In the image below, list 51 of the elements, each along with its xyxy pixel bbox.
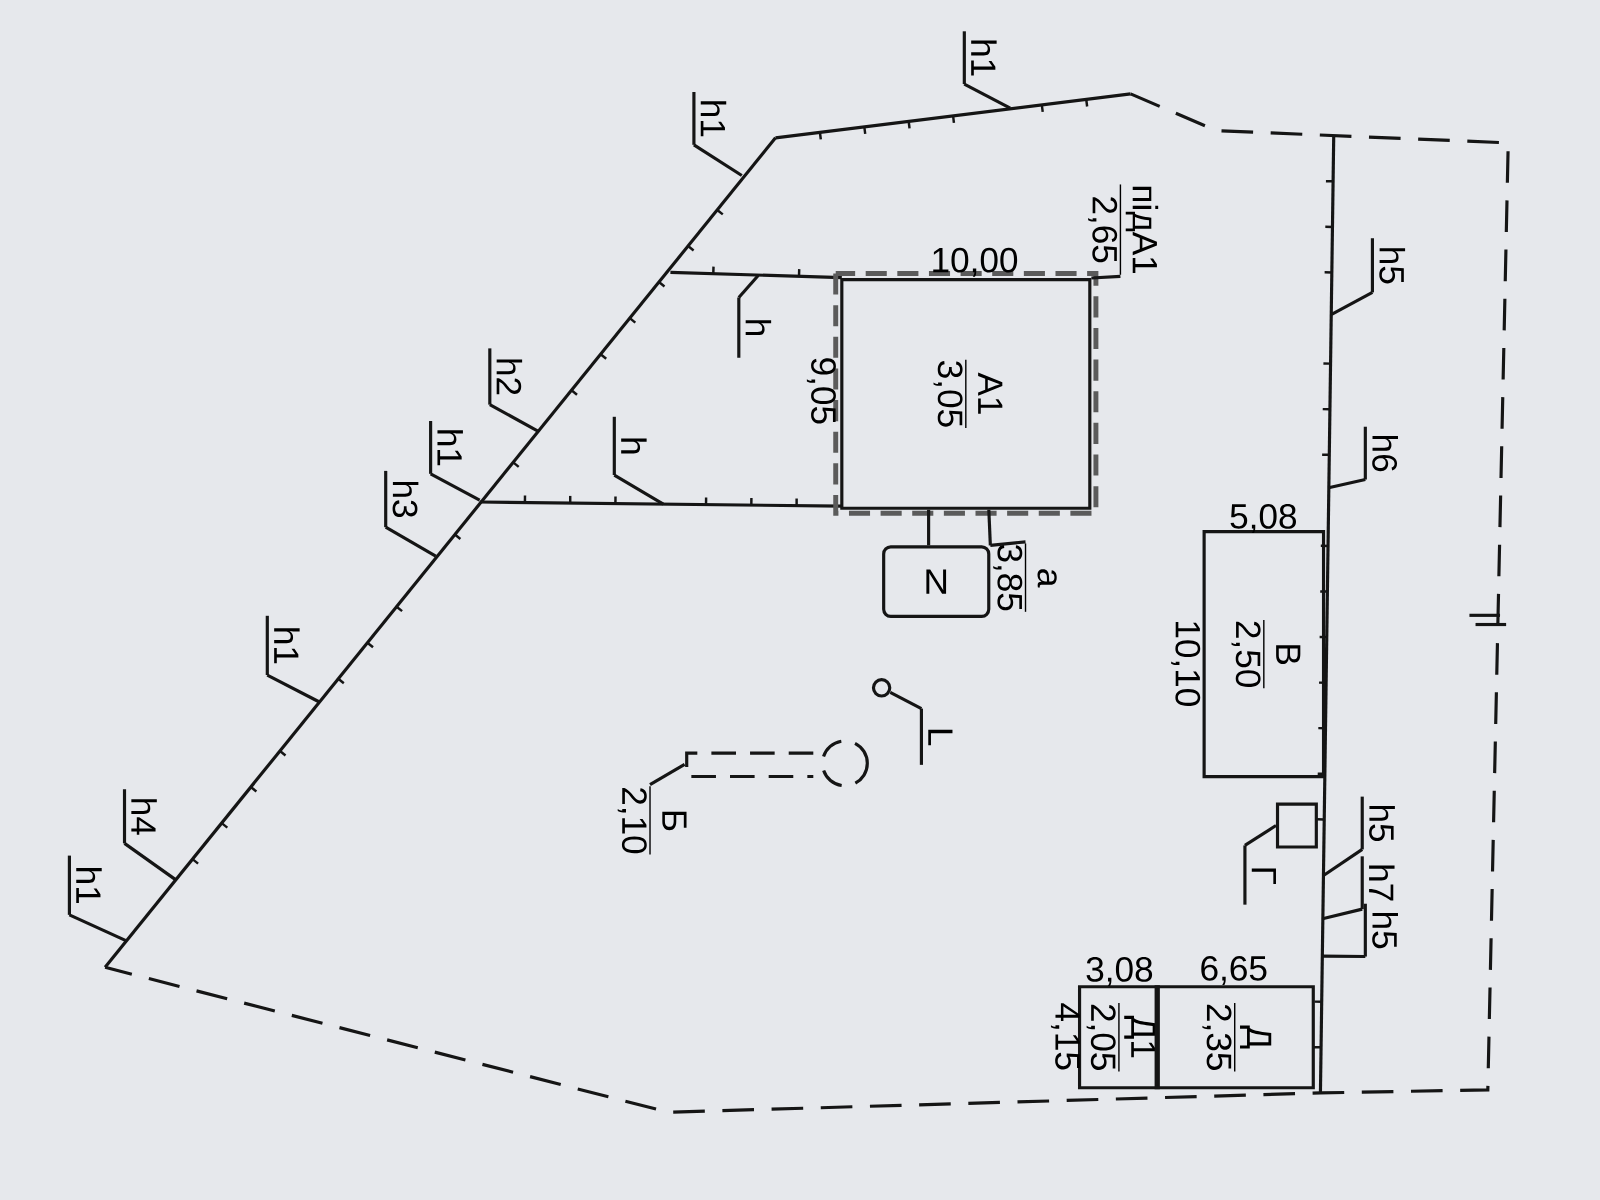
leader-line: [1328, 477, 1366, 490]
leader-line: [889, 690, 923, 710]
building-box: Д 2,35: [1154, 985, 1315, 1090]
leader-line: [963, 82, 1011, 110]
connector-line: [927, 509, 931, 546]
fence-label: h: [612, 416, 647, 476]
building-box: В 2,50: [1202, 530, 1326, 779]
leader-line: [489, 403, 540, 433]
dimension-label: 4,15: [1050, 1003, 1080, 1070]
leader-line: [68, 913, 128, 943]
fence-label: h: [737, 297, 772, 358]
dimension-label: 5,08: [1230, 503, 1296, 533]
building-box: N: [882, 545, 991, 618]
leader-line: [1323, 907, 1363, 920]
leader-line: [123, 842, 177, 881]
dimension-label: 3,08: [1086, 956, 1153, 986]
connector-line: [987, 509, 992, 546]
fence-label: h2: [488, 348, 523, 405]
leader-line: [990, 540, 1026, 547]
leader-line: [384, 525, 437, 558]
circle-symbol: [871, 678, 892, 698]
dimension-label: 6,65: [1201, 955, 1267, 985]
building-label: Б 2,10: [617, 785, 687, 856]
dimension-label: 9,05: [806, 358, 836, 424]
fence-label: h1: [67, 855, 102, 915]
fence-label: h1: [265, 615, 300, 676]
leader-line: [1244, 824, 1277, 847]
well-drawing: [685, 739, 869, 788]
leader-line: [1322, 954, 1366, 959]
fence-label: h5: [1360, 796, 1395, 850]
fence-label: h4: [122, 789, 157, 844]
fence-label: h3: [384, 470, 419, 528]
leader-line: [693, 143, 743, 177]
leader-line: [1322, 848, 1364, 877]
leader-line: [429, 472, 481, 502]
fence-label: h1: [429, 421, 463, 474]
building-box: Д1 2,05: [1078, 985, 1160, 1090]
fence-label: h5: [1370, 238, 1406, 293]
leader-line: [613, 473, 665, 506]
leader-line: [1091, 274, 1121, 280]
fence-label: h1: [962, 31, 997, 85]
leader-line: [266, 673, 321, 704]
leader-line: [737, 274, 760, 299]
letter-label: L: [919, 708, 953, 765]
fence-label: h1: [692, 92, 727, 145]
building-label: а 3,85: [993, 542, 1057, 613]
small-box: [1275, 802, 1318, 849]
leader-line: [649, 762, 686, 786]
leader-line: [1330, 291, 1374, 316]
letter-label: Г: [1243, 845, 1276, 905]
fence-label: h6: [1363, 426, 1398, 480]
